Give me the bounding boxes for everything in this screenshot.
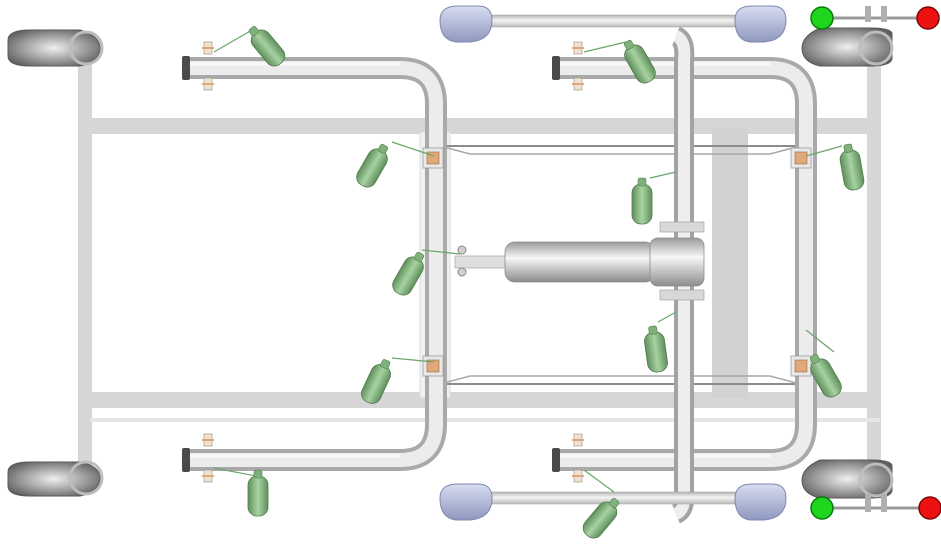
actuator-cylinder-icon (454, 221, 705, 301)
handle-icon (439, 483, 493, 521)
indicator-green-icon (810, 6, 834, 30)
wheel-icon (7, 29, 104, 67)
bent-tube-top-left (182, 56, 447, 400)
indicator-panel-top (810, 6, 940, 30)
grease-cartridges (213, 29, 843, 493)
indicator-green-icon (810, 496, 834, 520)
bent-tube-bottom-right (552, 130, 817, 472)
handle-icon (734, 5, 787, 43)
wheel-icon (7, 460, 104, 497)
indicator-red-icon (918, 496, 941, 520)
wheel-icon (801, 27, 894, 67)
handle-bar-top (439, 5, 787, 43)
handle-icon (734, 483, 787, 521)
bent-tube-bottom-left (182, 130, 447, 472)
indicator-red-icon (916, 6, 940, 30)
indicator-panel-bottom (810, 494, 941, 520)
handle-icon (439, 5, 493, 43)
wheel-icon (801, 459, 894, 499)
bent-tube-top-right (552, 56, 817, 400)
